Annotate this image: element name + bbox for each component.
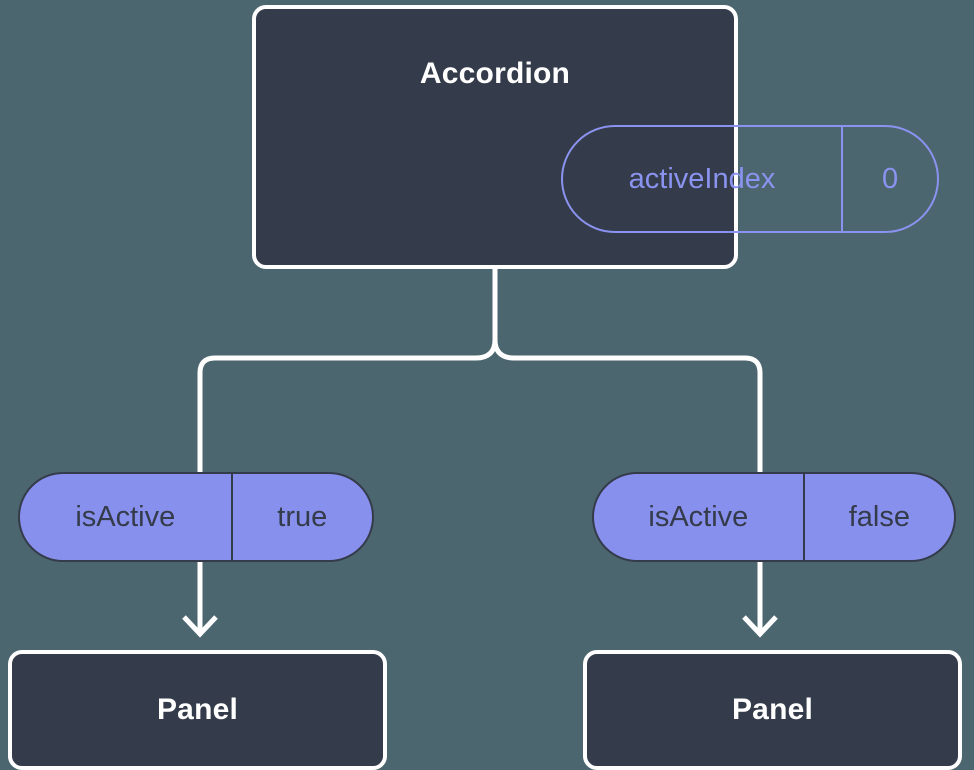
panel-node-title: Panel bbox=[731, 693, 814, 726]
state-pill-value: 0 bbox=[841, 127, 937, 231]
arrow-to-left-panel-head bbox=[182, 615, 218, 638]
component-node-panel-left[interactable]: Panel bbox=[8, 650, 387, 770]
panel-node-title: Panel bbox=[156, 693, 239, 726]
prop-pill-value: true bbox=[230, 474, 372, 560]
branching-connector-right-leg bbox=[492, 337, 763, 477]
branching-connector bbox=[197, 266, 498, 477]
prop-pill-key: isActive bbox=[75, 500, 176, 533]
prop-pill-value: false bbox=[802, 474, 954, 560]
component-node-accordion[interactable]: Accordion activeIndex 0 bbox=[252, 5, 939, 269]
arrow-to-right-panel-head bbox=[742, 615, 778, 638]
component-node-panel-right[interactable]: Panel bbox=[583, 650, 962, 770]
state-pill-active-index[interactable]: activeIndex 0 bbox=[561, 125, 939, 233]
prop-pill-key: isActive bbox=[648, 500, 749, 533]
accordion-node-title: Accordion bbox=[419, 57, 571, 90]
prop-pill-is-active-true[interactable]: isActive true bbox=[18, 472, 374, 562]
state-pill-key: activeIndex bbox=[628, 162, 776, 195]
prop-pill-is-active-false[interactable]: isActive false bbox=[592, 472, 956, 562]
